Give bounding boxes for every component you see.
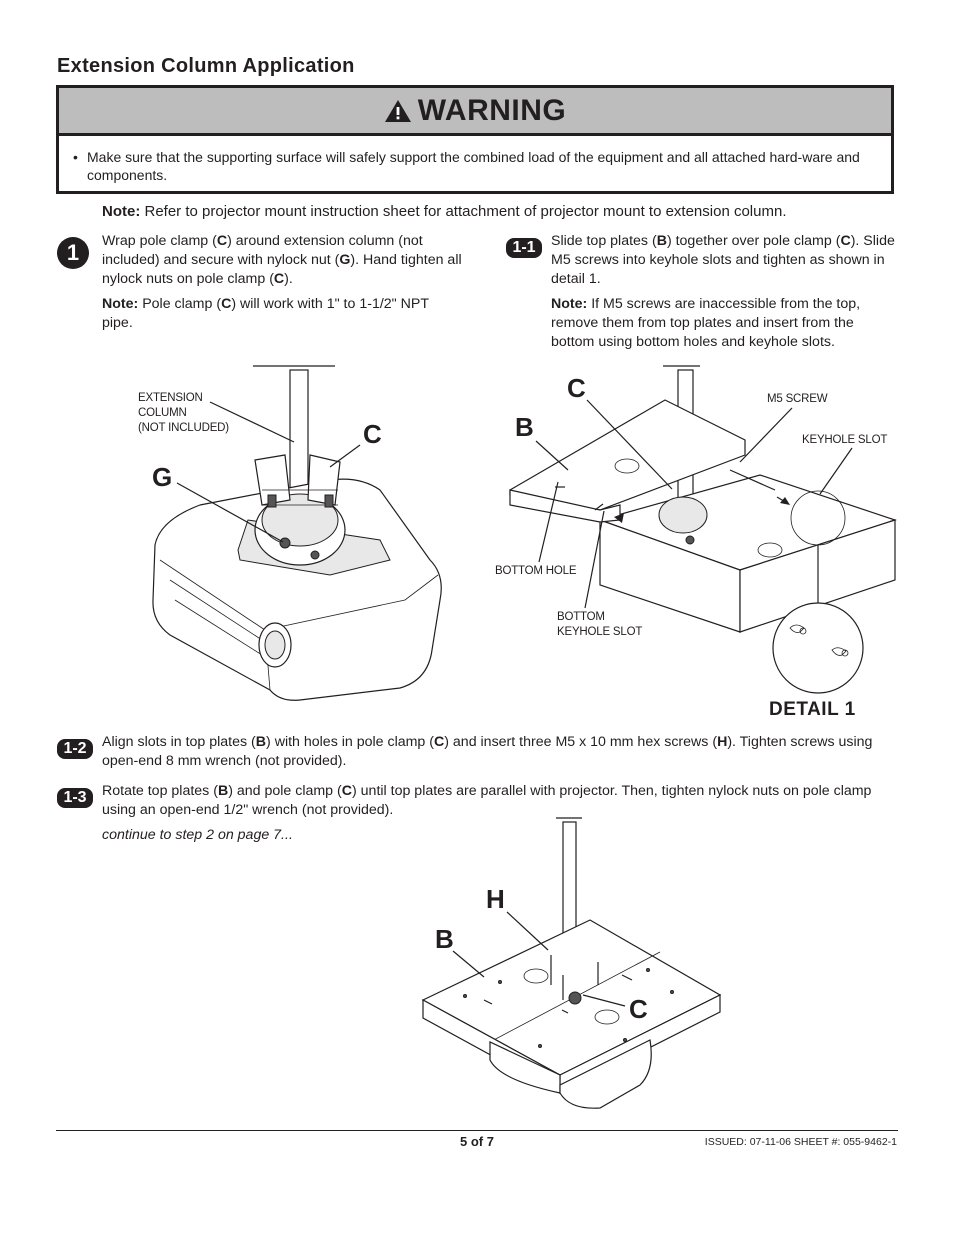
step-1-badge: 1	[57, 237, 89, 269]
footer-divider	[56, 1130, 898, 1131]
fig2-label-b: B	[515, 412, 534, 442]
step-1-text: Wrap pole clamp (C) around extension col…	[102, 233, 462, 331]
warning-text: Make sure that the supporting surface wi…	[87, 149, 860, 183]
keyhole-slot-label: KEYHOLE SLOT	[802, 434, 888, 446]
fig3-label-b: B	[435, 924, 454, 954]
warning-box: WARNING • Make sure that the supporting …	[56, 85, 894, 194]
step-1-3-badge: 1-3	[57, 788, 93, 808]
step-1-1-badge: 1-1	[506, 238, 542, 258]
step-1-3-text: Rotate top plates (B) and pole clamp (C)…	[102, 782, 897, 851]
bullet: •	[73, 149, 78, 165]
warning-triangle-icon	[384, 99, 411, 122]
fig1-label-c: C	[363, 419, 382, 449]
bottom-hole-label: BOTTOM HOLE	[495, 565, 577, 577]
issued-info: ISSUED: 07-11-06 SHEET #: 055-9462-1	[704, 1136, 897, 1148]
m5-screw-label: M5 SCREW	[767, 393, 828, 405]
step-1-2-badge: 1-2	[57, 739, 93, 759]
step-1-1-text: Slide top plates (B) together over pole …	[551, 233, 895, 350]
fig3-label-h: H	[486, 884, 505, 914]
warning-title: WARNING	[417, 93, 567, 127]
warning-header: WARNING	[59, 88, 891, 136]
top-note: Note: Refer to projector mount instructi…	[102, 203, 787, 220]
detail-1-label: DETAIL 1	[769, 699, 856, 720]
page-number: 5 of 7	[460, 1134, 494, 1149]
section-title: Extension Column Application	[57, 55, 355, 77]
fig3-label-c: C	[629, 994, 648, 1024]
continue-note: continue to step 2 on page 7...	[102, 827, 293, 843]
warning-body: • Make sure that the supporting surface …	[59, 136, 891, 184]
fig1-label-g: G	[152, 462, 173, 492]
step-1-2-text: Align slots in top plates (B) with holes…	[102, 734, 873, 769]
note-text: Refer to projector mount instruction she…	[140, 203, 787, 220]
note-label: Note:	[102, 203, 141, 220]
fig2-label-c: C	[567, 373, 586, 403]
